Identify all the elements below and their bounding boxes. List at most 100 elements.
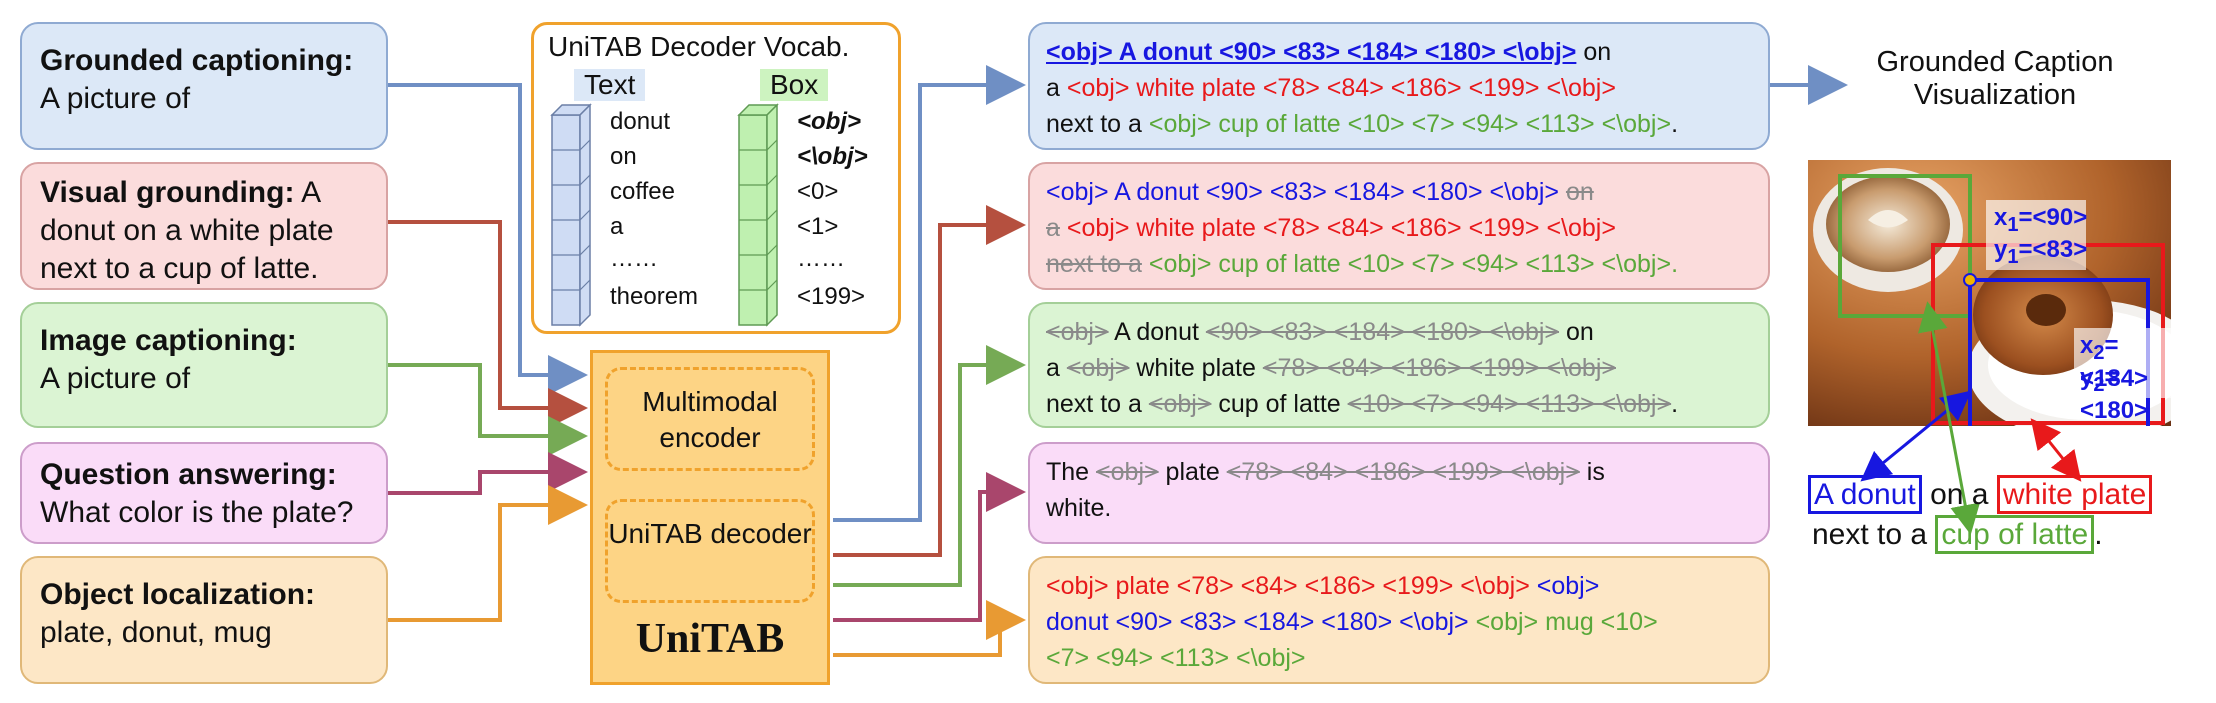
output-text-span: A donut: [1108, 318, 1206, 346]
arrow-image-captioning-out: [833, 345, 1026, 587]
photo-illustration: [1808, 160, 2171, 426]
task-visual-grounding: Visual grounding: A donut on a white pla…: [20, 162, 388, 290]
arrow-visual-grounding-in: [388, 220, 588, 428]
output-text-span: white plate: [1129, 354, 1263, 382]
corner-label-x1: x1=<90>: [1994, 204, 2088, 236]
arrow-question-answering-out: [833, 472, 1026, 622]
output-text-span: is: [1579, 458, 1605, 486]
output-text-span: on: [1576, 38, 1612, 66]
coord-value-x2: =<184>: [2080, 332, 2149, 392]
output-token-span: <7> <94> <113> <\obj>: [1046, 644, 1306, 672]
output-question-answering: The <obj> plate <78> <84> <186> <199> <\…: [1028, 442, 1770, 544]
task-image-captioning: Image captioning: A picture of: [20, 302, 388, 428]
task-question-answering: Question answering: What color is the pl…: [20, 442, 388, 544]
output-text-span: a: [1046, 74, 1067, 102]
caption-plate: white plate: [1996, 475, 2153, 514]
output-struck-span: <obj>: [1096, 458, 1159, 486]
vocab-text-word: ……: [610, 245, 658, 272]
grounded-photo: x1=<90> y1=<83> x2=<184> y2=<180>: [1808, 160, 2171, 426]
vocab-box-token: <199>: [797, 283, 866, 310]
output-text-span: cup of latte: [1211, 390, 1348, 418]
corner-label-y2: y2=<180>: [2080, 364, 2149, 424]
output-text-span: The: [1046, 458, 1097, 486]
output-struck-span: on: [1565, 178, 1594, 206]
task-text: plate, donut, mug: [40, 616, 272, 649]
output-text-span: next to a: [1046, 390, 1149, 418]
arrow-object-localization-in: [388, 485, 588, 622]
vocab-text-header: Text: [574, 69, 646, 101]
task-text: A picture of: [40, 362, 191, 395]
visualization-title: Grounded Caption Visualization: [1830, 46, 2160, 112]
output-struck-span: <78> <84> <186> <199> <\obj>: [1262, 354, 1616, 382]
output-token-span: <obj> white plate <78> <84> <186> <199> …: [1059, 214, 1616, 242]
vocab-text-word: on: [610, 143, 637, 170]
vocab-box-token: <\obj>: [797, 143, 868, 170]
task-object-localization: Object localization: plate, donut, mug: [20, 556, 388, 684]
caption-donut: A donut: [1808, 475, 1922, 514]
output-token-span: <obj> white plate <78> <84> <186> <199> …: [1066, 74, 1616, 102]
unitab-decoder: UniTAB decoder: [605, 499, 815, 603]
vocab-text-word: coffee: [610, 178, 675, 205]
visualization-caption-line2: next to a cup of latte.: [1812, 515, 2103, 554]
output-struck-span: next to a: [1046, 250, 1142, 278]
caption-next: next to a: [1812, 518, 1936, 551]
corner-label-x2: x2=<184>: [2080, 332, 2149, 392]
output-struck-span: <obj>: [1148, 390, 1212, 418]
caption-cup: cup of latte: [1935, 515, 2095, 554]
output-text-span: plate: [1158, 458, 1227, 486]
output-token-span: <obj> A donut <90> <83> <184> <180> <\ob…: [1046, 38, 1577, 66]
task-grounded-captioning: Grounded captioning: A picture of: [20, 22, 388, 150]
task-title: Object localization:: [40, 578, 316, 611]
task-text: A picture of: [40, 82, 191, 115]
output-struck-span: <10> <7> <94> <113> <\obj>: [1347, 390, 1672, 418]
visualization-title-line: Visualization: [1913, 79, 2077, 111]
arrow-grounded-captioning-out: [833, 65, 1026, 522]
arrow-question-answering-in: [388, 452, 588, 495]
output-struck-span: <obj>: [1046, 318, 1109, 346]
visualization-title-line: Grounded Caption: [1876, 46, 2114, 78]
task-title: Image captioning:: [40, 324, 297, 357]
vocab-box-token: <1>: [797, 213, 839, 240]
unitab-model: Multimodal encoder UniTAB decoder UniTAB: [590, 350, 830, 685]
task-title-tail: A: [294, 176, 322, 209]
output-text-span: .: [1671, 110, 1679, 138]
arrow-image-captioning-in: [388, 363, 588, 456]
output-token-span: <obj> A donut <90> <83> <184> <180> <\ob…: [1046, 178, 1566, 206]
output-token-span: <obj> cup of latte <10> <7> <94> <113> <…: [1148, 110, 1672, 138]
vocab-box-token: ……: [797, 245, 845, 272]
task-title: Grounded captioning:: [40, 44, 354, 77]
arrow-visual-grounding-out: [833, 205, 1026, 557]
decoder-vocab-panel: UniTAB Decoder Vocab. Text Box donut: [531, 22, 901, 334]
coord-value-y1: =<83>: [2018, 236, 2088, 263]
vocab-box-token: <obj>: [797, 108, 862, 135]
vocab-title: UniTAB Decoder Vocab.: [548, 31, 850, 62]
model-name: UniTAB: [635, 616, 785, 662]
vocab-box-header: Box: [760, 69, 829, 101]
output-struck-span: <78> <84> <186> <199> <\obj>: [1226, 458, 1580, 486]
caption-on: on a: [1921, 478, 1997, 511]
output-text-span: next to a: [1046, 110, 1149, 138]
corner-label-y1: y1=<83>: [1994, 236, 2088, 268]
task-title: Visual grounding:: [40, 176, 295, 209]
arrow-grounded-captioning-in: [388, 83, 588, 395]
vocab-text-word: theorem: [610, 283, 699, 310]
output-text-span: a: [1046, 354, 1067, 382]
task-text: donut on a white plate next to a cup of …: [40, 214, 334, 285]
vocab-token-stacks: [550, 103, 779, 327]
coord-value-y2: =<180>: [2080, 364, 2149, 424]
task-text: What color is the plate?: [40, 496, 354, 529]
output-struck-span: a: [1046, 214, 1060, 242]
vocab-box-token: <0>: [797, 178, 839, 205]
multimodal-encoder: Multimodal encoder: [605, 367, 815, 471]
output-token-span: <obj> plate <78> <84> <186> <199> <\obj>: [1046, 572, 1530, 600]
coord-value-x1: =<90>: [2018, 204, 2088, 231]
output-token-span: <obj>: [1529, 572, 1600, 600]
output-struck-span: <obj>: [1066, 354, 1130, 382]
output-text-span: white.: [1046, 494, 1112, 522]
vocab-text-word: a: [610, 213, 624, 240]
output-token-span: donut <90> <83> <184> <180> <\obj>: [1046, 608, 1469, 636]
caption-dot: .: [2094, 518, 2103, 551]
arrow-object-localization-out: [833, 600, 1026, 657]
task-title: Question answering:: [40, 458, 337, 491]
output-struck-span: <90> <83> <184> <180> <\obj>: [1205, 318, 1560, 346]
